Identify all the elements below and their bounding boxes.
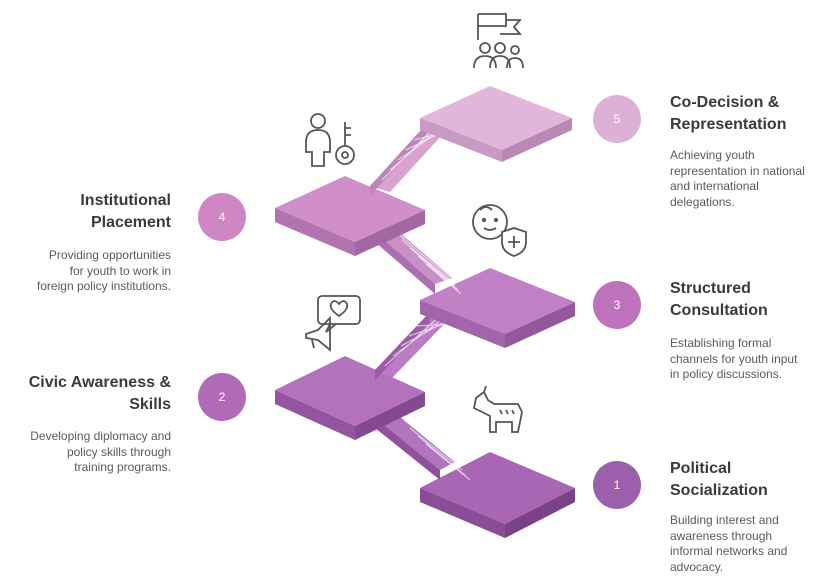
stair-2 xyxy=(375,312,453,380)
step-1-number-circle: 1 xyxy=(593,461,641,509)
platform-4 xyxy=(275,176,425,256)
person-key-icon xyxy=(305,113,355,167)
platform-2 xyxy=(275,356,425,440)
step-2-description: Developing diplomacy and policy skills t… xyxy=(30,429,171,474)
stair-3 xyxy=(375,226,462,295)
group-flag-icon xyxy=(473,13,524,69)
baby-shield-icon xyxy=(472,204,527,257)
megaphone-heart-icon xyxy=(305,295,361,352)
step-5-number-circle: 5 xyxy=(593,95,641,143)
stair-4 xyxy=(370,118,453,196)
step-3-number-circle: 3 xyxy=(593,281,641,329)
step-1-title: Political Socialization xyxy=(670,460,768,499)
step-5-title: Co-Decision & Representation xyxy=(670,94,787,133)
platform-3 xyxy=(420,268,575,348)
step-3-description: Establishing formal channels for youth i… xyxy=(670,336,798,381)
step-4-number: 4 xyxy=(218,210,226,224)
step-5-number: 5 xyxy=(613,112,621,126)
step-2-number-circle: 2 xyxy=(198,373,246,421)
step-4-number-circle: 4 xyxy=(198,193,246,241)
step-4-title: Institutional Placement xyxy=(80,192,171,231)
step-5-description: Achieving youth representation in nation… xyxy=(670,148,805,209)
step-3-title: Structured Consultation xyxy=(670,280,768,319)
donkey-icon xyxy=(472,385,523,433)
platform-5 xyxy=(420,86,572,162)
step-2-title: Civic Awareness & Skills xyxy=(28,374,171,413)
step-4-description: Providing opportunities for youth to wor… xyxy=(36,248,171,293)
step-3-number: 3 xyxy=(613,298,621,312)
step-2-number: 2 xyxy=(218,390,226,404)
step-1-number: 1 xyxy=(613,478,621,492)
step-1-description: Building interest and awareness through … xyxy=(670,513,788,574)
